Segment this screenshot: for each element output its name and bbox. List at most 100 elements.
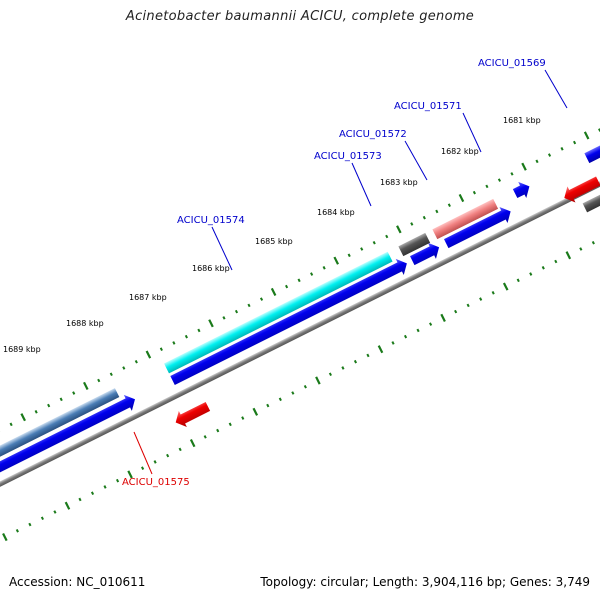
inner-minor-tick [241,416,245,420]
gene-label-acicu-01571[interactable]: ACICU_01571 [394,101,462,112]
outer-minor-tick [322,266,326,270]
gene-acicu-01569[interactable] [584,117,600,164]
inner-minor-tick [341,366,345,370]
ruler-label-1686: 1686 kbp [192,264,230,273]
gene-acicu-01572-gray[interactable] [398,232,431,257]
ruler-label-1681: 1681 kbp [503,116,541,125]
inner-minor-tick [366,353,370,358]
inner-minor-tick [416,328,420,333]
inner-major-tick [127,470,133,479]
inner-minor-tick [266,403,270,408]
outer-minor-tick [9,422,13,427]
inner-minor-tick [353,359,358,364]
ruler-label-1682: 1682 kbp [441,147,479,156]
ruler-label-1689: 1689 kbp [3,345,41,354]
leader-acicu-01574 [211,226,233,271]
outer-minor-tick [34,410,38,414]
gene-acicu-01574[interactable] [164,251,393,374]
outer-minor-tick [72,391,76,395]
outer-minor-tick [535,159,539,164]
gene-label-acicu-01573[interactable]: ACICU_01573 [314,151,382,162]
inner-major-tick [502,282,509,291]
inner-minor-tick [28,522,32,527]
leader-acicu-01572 [404,140,428,181]
gene-acicu-01574-forward[interactable] [169,255,411,388]
inner-minor-tick [554,259,558,264]
inner-minor-tick [40,516,44,521]
accession-text: Accession: NC_010611 [9,575,146,589]
outer-minor-tick [297,278,301,283]
outer-major-tick [583,131,590,140]
gene-gray-right[interactable] [582,188,600,213]
outer-minor-tick [422,215,426,220]
inner-minor-tick [115,478,120,483]
inner-minor-tick [328,372,332,377]
inner-minor-tick [103,485,107,489]
outer-minor-tick [410,222,414,226]
gene-acicu-01575[interactable] [172,398,212,430]
outer-minor-tick [372,240,376,245]
outer-major-tick [333,256,339,265]
inner-major-tick [252,407,259,416]
inner-minor-tick [278,397,282,402]
outer-minor-tick [122,366,126,370]
gene-label-acicu-01575[interactable]: ACICU_01575 [122,477,190,488]
outer-minor-tick [234,309,239,314]
outer-minor-tick [172,341,176,345]
inner-minor-tick [479,297,483,301]
outer-major-tick [270,287,277,297]
inner-minor-tick [454,309,458,314]
outer-minor-tick [435,209,439,214]
gene-label-acicu-01574[interactable]: ACICU_01574 [177,215,245,226]
inner-major-tick [440,313,446,322]
inner-minor-tick [141,466,145,470]
ruler-labels: 1681 kbp 1682 kbp 1683 kbp 1684 kbp 1685… [3,116,541,354]
inner-major-tick [2,532,8,542]
inner-major-tick [64,501,71,510]
outer-minor-tick [347,253,351,258]
gene-forward-left[interactable] [0,391,139,496]
gene-bluegray-left[interactable] [0,388,120,480]
ruler-label-1688: 1688 kbp [66,319,104,328]
gene-acicu-01571-pink[interactable] [432,198,499,240]
outer-minor-tick [573,140,577,145]
reverse-strand-genes [172,173,600,430]
outer-major-tick [521,162,527,171]
gene-label-acicu-01572[interactable]: ACICU_01572 [339,129,407,140]
outer-minor-tick [134,359,138,364]
outer-major-tick [20,413,26,422]
inner-minor-tick [541,265,545,270]
inner-minor-tick [591,240,595,245]
inner-minor-tick [403,334,408,339]
outer-minor-tick [547,153,552,157]
inner-minor-tick [153,460,157,464]
gene-acicu-01573[interactable] [408,239,443,269]
gene-acicu-01572[interactable] [442,203,514,251]
inner-minor-tick [166,453,170,458]
inner-minor-tick [466,303,470,308]
outer-minor-tick [259,297,264,301]
inner-tick-marks [2,240,595,542]
outer-minor-tick [247,303,251,308]
gene-label-acicu-01569[interactable]: ACICU_01569 [478,58,546,69]
ruler-label-1683: 1683 kbp [380,178,418,187]
inner-minor-tick [90,491,95,496]
outer-minor-tick [285,284,289,289]
inner-minor-tick [216,428,220,433]
inner-major-tick [377,345,384,354]
gene-reverse-right[interactable] [560,173,600,206]
inner-minor-tick [53,510,57,514]
outer-minor-tick [184,334,188,339]
label-leader-lines [133,69,568,475]
inner-minor-tick [228,422,232,427]
outer-major-tick [208,319,214,328]
gene-acicu-01571[interactable] [511,178,533,201]
inner-minor-tick [203,435,207,439]
outer-minor-tick [472,190,476,195]
inner-minor-tick [303,384,307,389]
inner-minor-tick [178,447,182,452]
outer-major-tick [83,381,89,390]
inner-minor-tick [429,322,433,326]
outer-minor-tick [109,372,113,377]
